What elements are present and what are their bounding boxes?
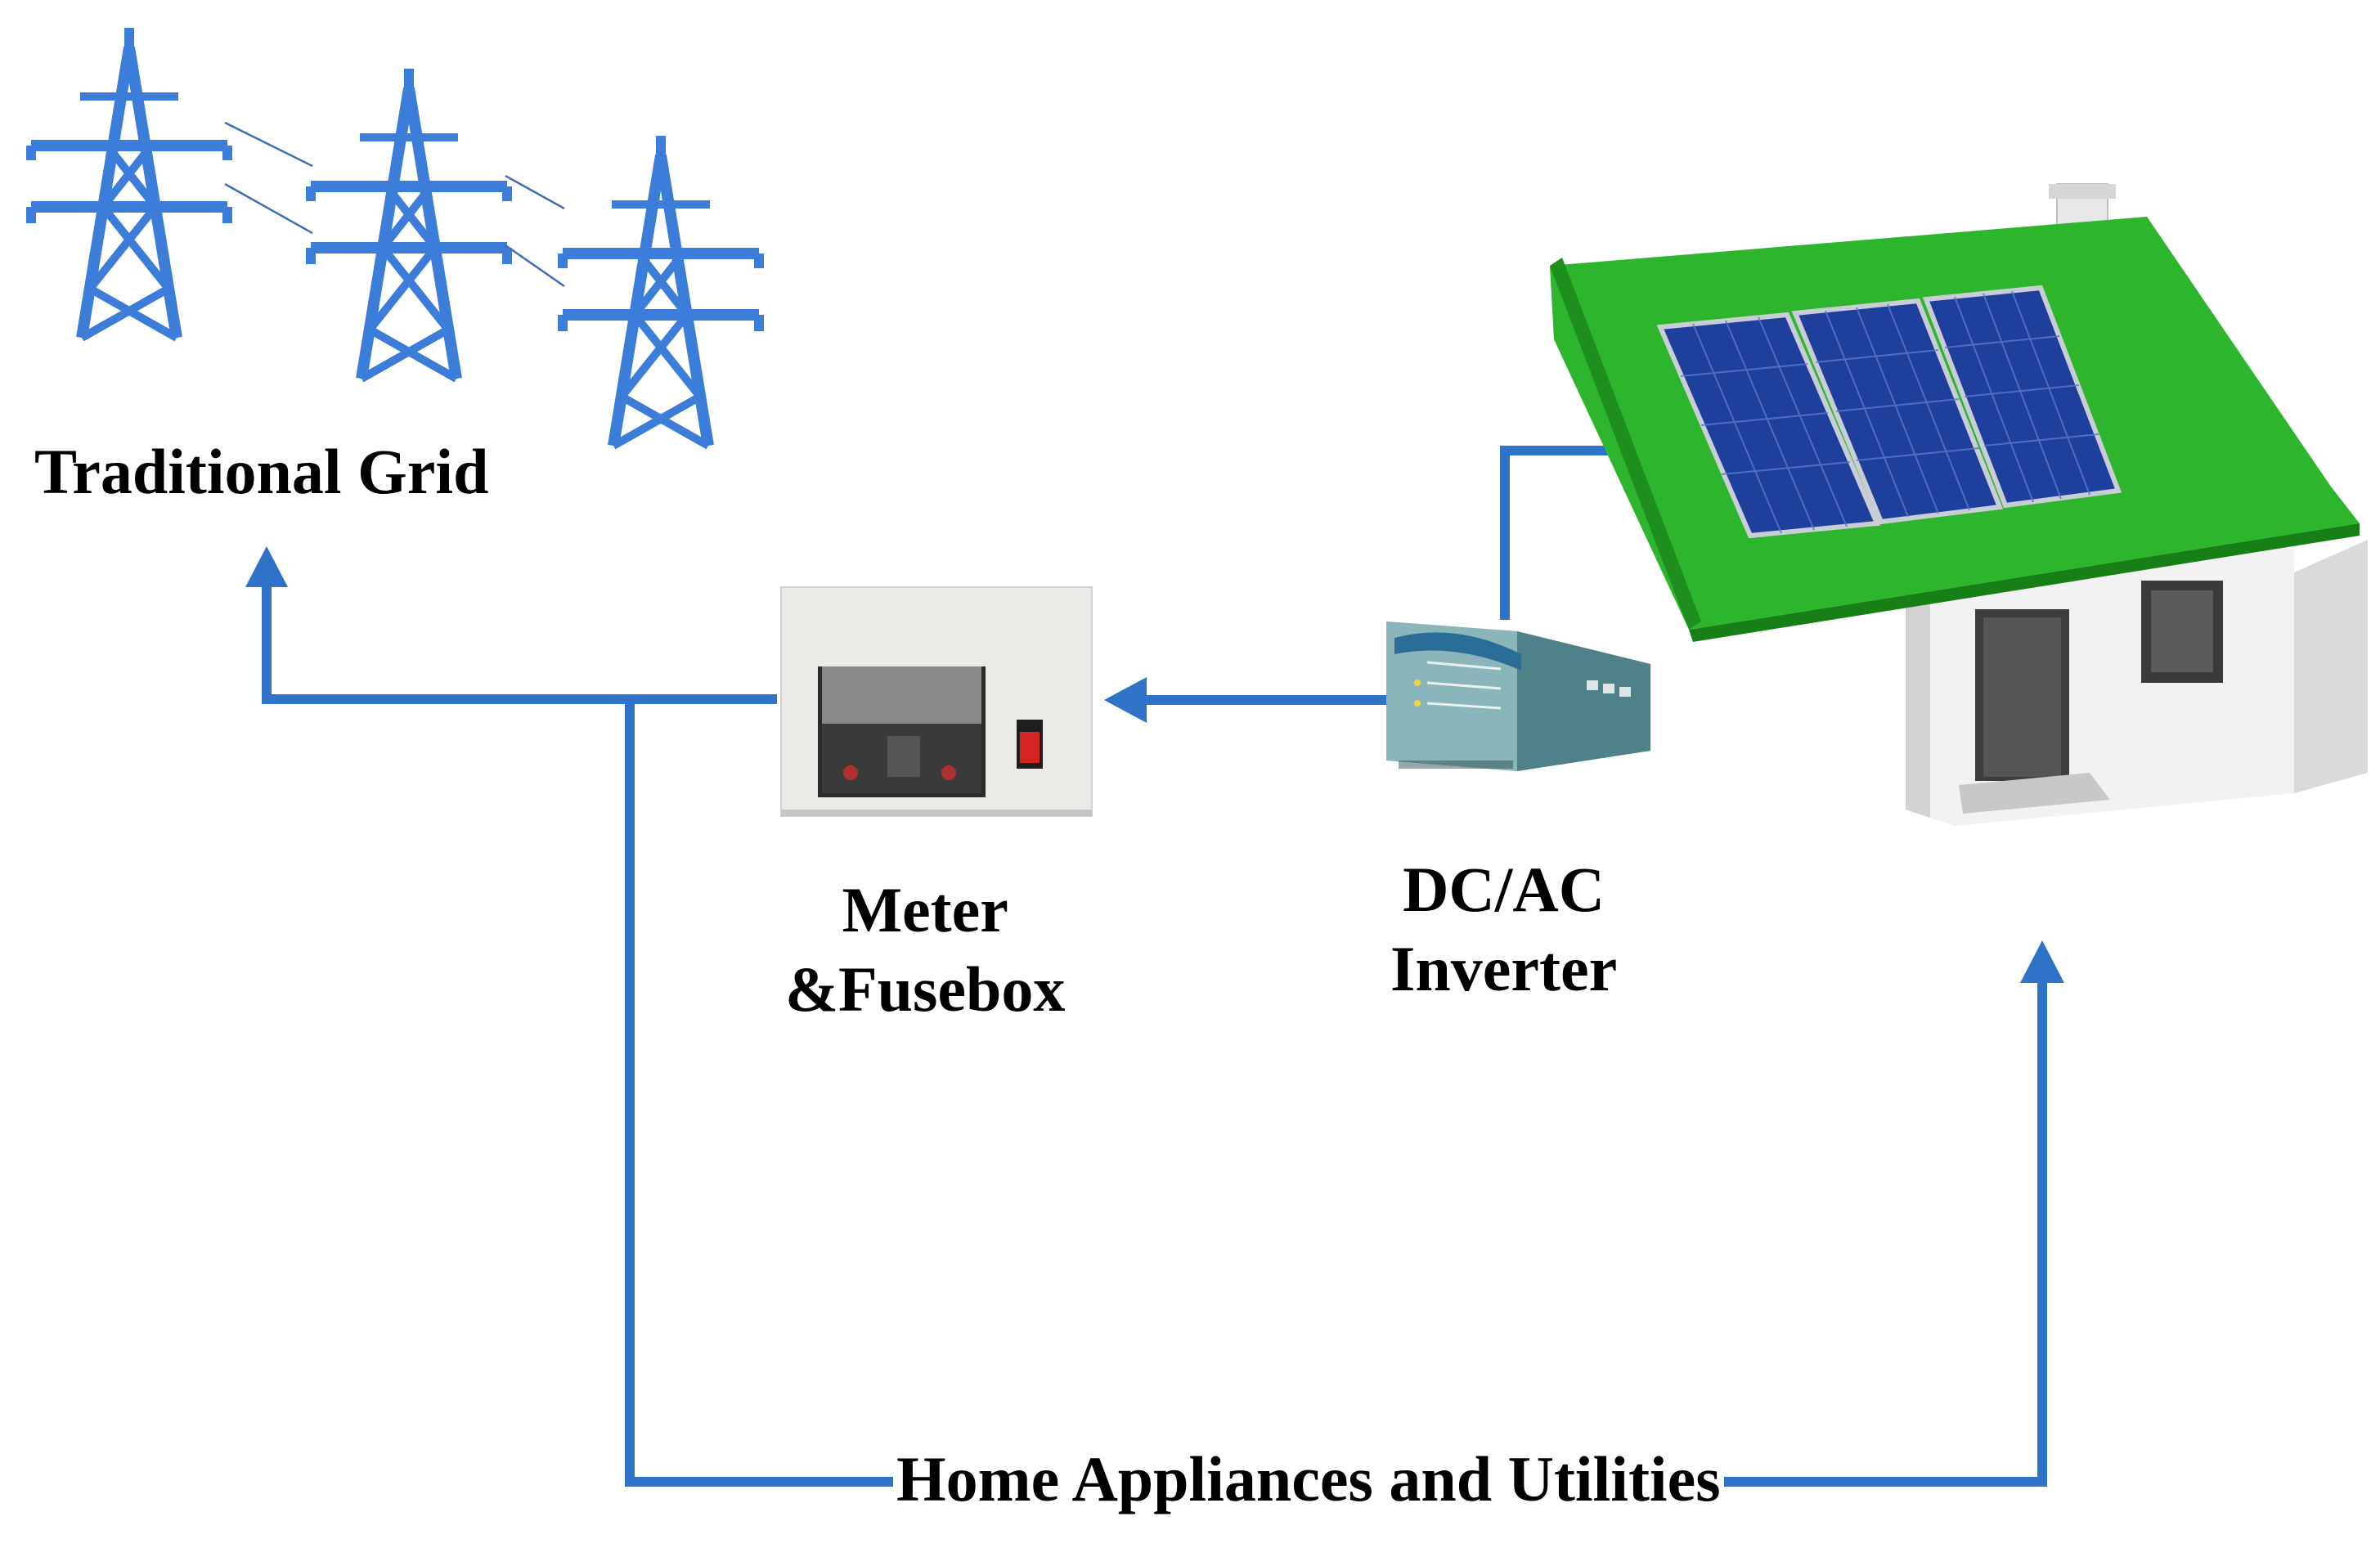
label-meter-line1: Meter (842, 874, 1008, 945)
inverter-icon (1386, 621, 1650, 771)
solar-house-icon (1550, 183, 2368, 826)
solar-panels (1656, 285, 2122, 539)
label-inverter-line2: Inverter (1390, 932, 1618, 1004)
label-home-appliances: Home Appliances and Utilities (893, 1447, 1724, 1511)
pylon-icon-3 (563, 136, 759, 446)
label-dc-ac-inverter: DC/AC Inverter (1390, 850, 1617, 1008)
label-inverter-line1: DC/AC (1403, 854, 1605, 925)
label-traditional-grid: Traditional Grid (34, 436, 489, 507)
arrowhead-left-meter (1104, 677, 1147, 723)
pylon-icon-2 (311, 69, 507, 379)
power-cables (224, 121, 565, 288)
label-meter-line2: &Fusebox (785, 953, 1066, 1025)
arrowhead-up-house (2020, 940, 2064, 983)
pylon-icon-1 (31, 28, 227, 338)
arrowhead-up-grid (245, 546, 288, 587)
label-meter-fusebox: Meter &Fusebox (785, 871, 1065, 1029)
flow-line-meter-to-grid (262, 585, 777, 704)
meter-fusebox-icon (780, 586, 1093, 817)
